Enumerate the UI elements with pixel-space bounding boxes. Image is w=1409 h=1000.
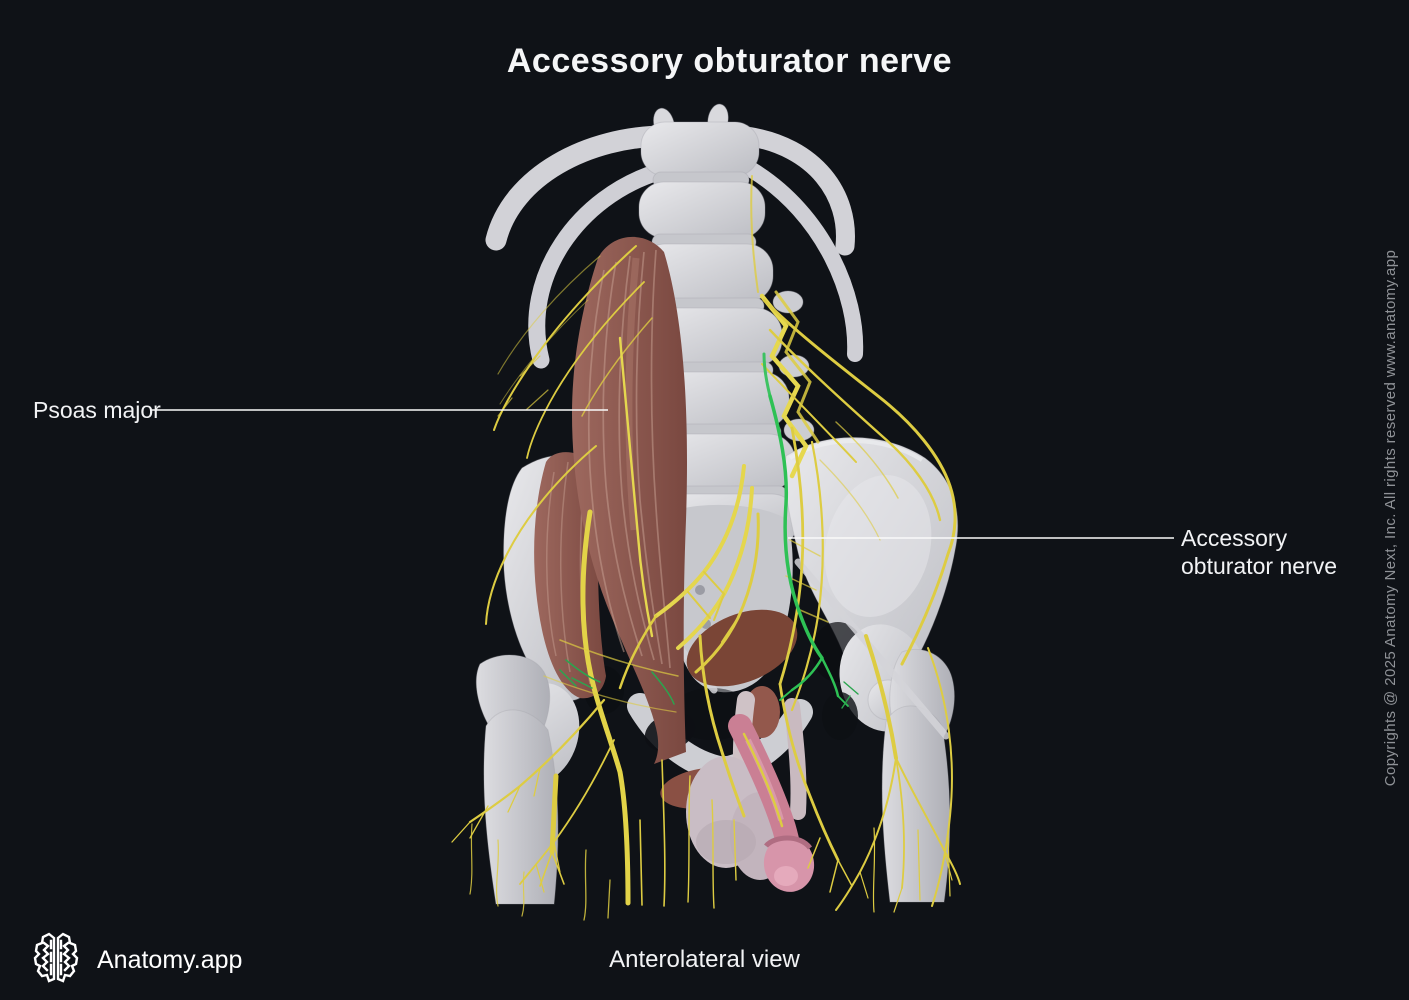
- brand-name: Anatomy.app: [97, 946, 243, 974]
- femurs: [475, 649, 955, 905]
- brand-footer: Anatomy.app: [30, 930, 242, 991]
- brain-icon: [30, 930, 82, 991]
- label-accessory-obturator-nerve: Accessory obturator nerve: [1181, 525, 1337, 579]
- label-psoas-major: Psoas major: [33, 397, 161, 423]
- piriformis-muscle: [686, 609, 798, 687]
- psoas-major-muscle: [572, 236, 688, 764]
- accessory-obturator-nerve-highlight: [559, 352, 859, 709]
- page-title: Accessory obturator nerve: [506, 42, 953, 80]
- nerve-plexus: [451, 175, 961, 921]
- view-caption: Anterolateral view: [609, 946, 800, 973]
- ribs: [485, 125, 864, 369]
- spine: [638, 103, 819, 549]
- copyright-text: Copyrights @ 2025 Anatomy Next, Inc. All…: [1382, 249, 1399, 787]
